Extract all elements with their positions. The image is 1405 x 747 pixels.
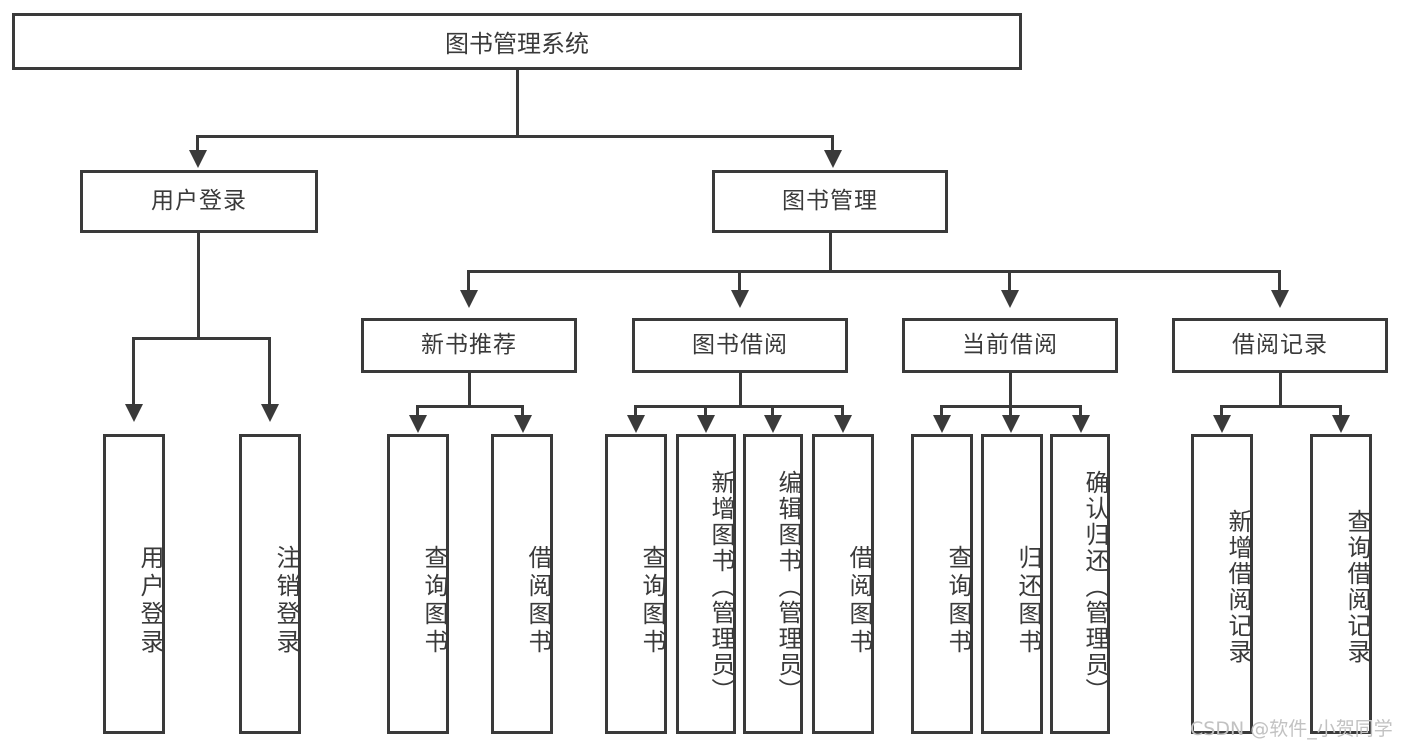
node-user-login[interactable]: 用户登录 <box>80 170 318 233</box>
leaf-edit-book-admin[interactable]: 编辑图书（管理员） <box>743 434 803 734</box>
node-label: 图书借阅 <box>692 331 788 358</box>
arrow-to-leaf-logout <box>261 404 279 422</box>
node-current-borrow[interactable]: 当前借阅 <box>902 318 1118 373</box>
node-book-management[interactable]: 图书管理 <box>712 170 948 233</box>
connector-root-to-user-login <box>196 135 199 155</box>
leaf-confirm-return-admin[interactable]: 确认归还（管理员） <box>1050 434 1110 734</box>
connector-book-mgmt-to-borrow <box>738 270 741 295</box>
leaf-query-book-recommend[interactable]: 查询图书 <box>387 434 449 734</box>
arrow-to-leaf-add-book <box>697 415 715 433</box>
leaf-query-book-current[interactable]: 查询图书 <box>911 434 973 734</box>
connector-book-borrow-bar <box>634 405 844 408</box>
connector-new-book-bar <box>416 405 524 408</box>
leaf-logout[interactable]: 注销登录 <box>239 434 301 734</box>
connector-book-mgmt-to-new-book <box>467 270 470 295</box>
arrow-to-leaf-add-record <box>1213 415 1231 433</box>
arrow-to-leaf-query-record <box>1332 415 1350 433</box>
connector-root-bar <box>196 135 834 138</box>
leaf-return-book[interactable]: 归还图书 <box>981 434 1043 734</box>
arrow-to-leaf-return-book <box>1002 415 1020 433</box>
connector-borrow-record-bar <box>1220 405 1342 408</box>
leaf-user-login[interactable]: 用户登录 <box>103 434 165 734</box>
arrow-root-to-book-mgmt <box>824 150 842 168</box>
node-label: 借阅图书 <box>845 545 873 657</box>
connector-user-login-left <box>132 337 135 409</box>
node-new-book-recommend[interactable]: 新书推荐 <box>361 318 577 373</box>
arrow-to-leaf-borrow-book-2 <box>834 415 852 433</box>
leaf-add-book-admin[interactable]: 新增图书（管理员） <box>676 434 736 734</box>
arrow-to-leaf-borrow-book-1 <box>514 415 532 433</box>
connector-root-stem <box>516 70 519 137</box>
arrow-to-current-borrow <box>1001 290 1019 308</box>
node-book-borrow[interactable]: 图书借阅 <box>632 318 848 373</box>
leaf-borrow-book[interactable]: 借阅图书 <box>812 434 874 734</box>
arrow-to-leaf-query-book-2 <box>627 415 645 433</box>
node-label: 查询图书 <box>638 545 666 657</box>
connector-book-borrow-stem <box>739 373 742 407</box>
node-label: 借阅记录 <box>1232 331 1328 358</box>
connector-user-login-stem <box>197 233 200 339</box>
leaf-borrow-book-recommend[interactable]: 借阅图书 <box>491 434 553 734</box>
arrow-to-borrow-record <box>1271 290 1289 308</box>
arrow-to-leaf-edit-book <box>764 415 782 433</box>
connector-book-mgmt-bar <box>467 270 1281 273</box>
connector-borrow-record-stem <box>1279 373 1282 407</box>
leaf-query-borrow-record[interactable]: 查询借阅记录 <box>1310 434 1372 734</box>
node-label: 新增图书（管理员） <box>707 470 735 704</box>
node-label: 注销登录 <box>272 545 300 657</box>
connector-user-login-right <box>268 337 271 409</box>
connector-root-to-book-mgmt <box>831 135 834 155</box>
node-label: 借阅图书 <box>524 545 552 657</box>
node-label: 新增借阅记录 <box>1224 509 1252 665</box>
connector-current-borrow-stem <box>1009 373 1012 407</box>
connector-new-book-stem <box>468 373 471 407</box>
node-label: 当前借阅 <box>962 331 1058 358</box>
arrow-to-leaf-query-book-1 <box>409 415 427 433</box>
node-label: 编辑图书（管理员） <box>774 470 802 704</box>
arrow-root-to-user-login <box>189 150 207 168</box>
node-label: 用户登录 <box>151 187 247 214</box>
node-root-library-system[interactable]: 图书管理系统 <box>12 13 1022 70</box>
node-label: 用户登录 <box>136 545 164 657</box>
leaf-query-book-borrow[interactable]: 查询图书 <box>605 434 667 734</box>
arrow-to-new-book-recommend <box>460 290 478 308</box>
arrow-to-leaf-query-book-3 <box>933 415 951 433</box>
connector-book-mgmt-stem <box>829 233 832 273</box>
leaf-add-borrow-record[interactable]: 新增借阅记录 <box>1191 434 1253 734</box>
arrow-to-leaf-user-login <box>125 404 143 422</box>
node-label: 确认归还（管理员） <box>1081 470 1109 704</box>
node-label: 图书管理 <box>782 187 878 214</box>
connector-book-mgmt-to-record <box>1278 270 1281 295</box>
node-label: 归还图书 <box>1014 545 1042 657</box>
arrow-to-book-borrow <box>731 290 749 308</box>
node-label: 图书管理系统 <box>445 30 589 58</box>
arrow-to-leaf-confirm-return <box>1072 415 1090 433</box>
node-label: 查询图书 <box>420 545 448 657</box>
node-label: 新书推荐 <box>421 331 517 358</box>
connector-book-mgmt-to-current <box>1008 270 1011 295</box>
node-label: 查询图书 <box>944 545 972 657</box>
node-label: 查询借阅记录 <box>1343 509 1371 665</box>
node-borrow-record[interactable]: 借阅记录 <box>1172 318 1388 373</box>
connector-user-login-bar <box>132 337 271 340</box>
